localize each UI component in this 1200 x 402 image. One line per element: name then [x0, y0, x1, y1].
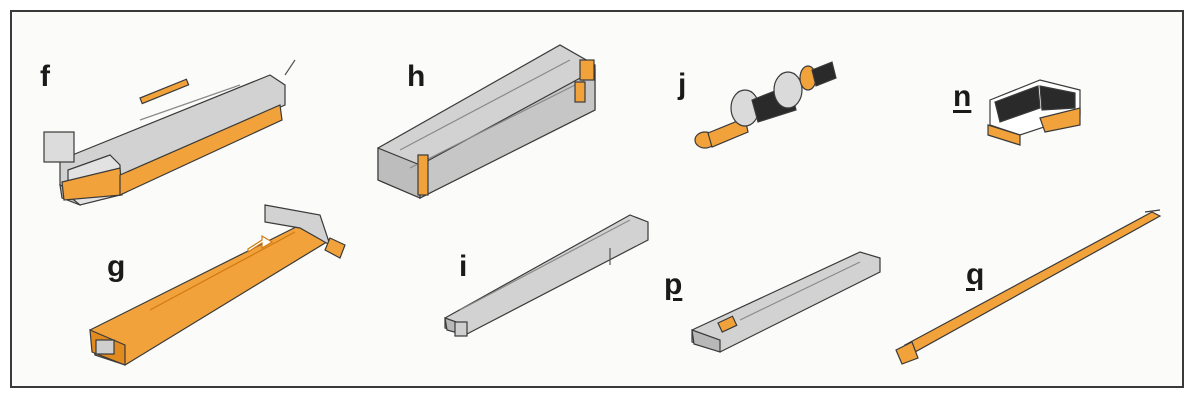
- label-q: q: [966, 258, 985, 291]
- part-q-illustration: [895, 209, 1162, 365]
- part-p-illustration: [691, 251, 881, 353]
- label-j: j: [678, 68, 687, 101]
- label-h: h: [407, 60, 426, 93]
- part-j-illustration: [694, 61, 837, 149]
- label-i: i: [459, 250, 468, 283]
- part-g-illustration: [89, 204, 346, 366]
- part-h-illustration: [377, 44, 596, 199]
- part-n-illustration: [987, 79, 1081, 146]
- label-p: p: [664, 268, 683, 301]
- label-n: n: [953, 80, 972, 113]
- part-f-illustration: [43, 59, 296, 206]
- label-g: g: [107, 250, 126, 283]
- part-i-illustration: [444, 214, 649, 337]
- label-f: f: [40, 60, 50, 93]
- parts-diagram-panel: [10, 10, 1184, 388]
